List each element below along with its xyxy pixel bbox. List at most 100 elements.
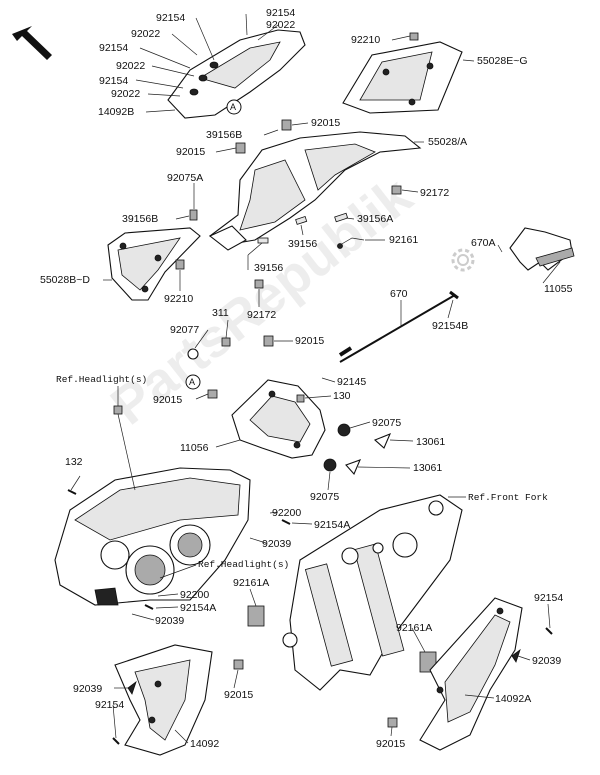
part-label-11056: 11056 — [180, 442, 209, 454]
grommet-92015-part — [387, 717, 398, 728]
callout-a-label: A — [189, 377, 196, 387]
part-label-92154: 92154 — [266, 7, 296, 19]
part-label-39156: 39156 — [288, 238, 318, 250]
part-label-130: 130 — [333, 390, 351, 402]
part-label-92154b: 92154B — [432, 320, 469, 332]
ref-headlight-label: Ref.Headlight(s) — [56, 374, 148, 385]
part-label-39156a: 39156A — [357, 213, 394, 225]
bolt-92077-part — [187, 348, 199, 360]
part-label-92022: 92022 — [266, 19, 296, 31]
part-label-92015: 92015 — [224, 689, 254, 701]
part-label-92200: 92200 — [272, 507, 302, 519]
part-label-92154: 92154 — [99, 75, 129, 87]
part-label-92154: 92154 — [156, 12, 186, 24]
part-label-92075: 92075 — [310, 491, 340, 503]
part-label-92039: 92039 — [532, 655, 562, 667]
pad-39156a-part — [334, 212, 349, 223]
part-label-92210: 92210 — [351, 34, 381, 46]
bolt-130-part — [296, 394, 305, 403]
stay-rod-part — [339, 294, 456, 363]
right-side-panel-part — [342, 32, 463, 114]
part-label-92154: 92154 — [95, 699, 125, 711]
meter-bracket-part — [509, 227, 575, 271]
callout-a-circle — [226, 99, 242, 115]
damper-92075-part — [337, 423, 351, 437]
part-label-55028b-d: 55028B~D — [40, 274, 90, 286]
part-label-13061: 13061 — [413, 462, 443, 474]
grommet-92015-part — [281, 119, 292, 131]
part-label-92161: 92161 — [389, 234, 419, 246]
bolt-132-part — [67, 489, 77, 495]
grommet-92210-part — [175, 259, 185, 270]
part-label-92015: 92015 — [311, 117, 341, 129]
part-label-92022: 92022 — [111, 88, 141, 100]
callout-a-circle — [185, 374, 201, 390]
part-label-92015: 92015 — [153, 394, 183, 406]
part-label-14092: 14092 — [190, 738, 220, 750]
grommet-92015-part — [263, 335, 274, 347]
part-label-13061: 13061 — [416, 436, 446, 448]
part-label-92075a: 92075A — [167, 172, 204, 184]
front-direction-arrow-icon — [12, 26, 52, 60]
pad-39156-part — [295, 216, 308, 225]
part-label-92015: 92015 — [376, 738, 406, 750]
headlight-assembly-part — [54, 467, 251, 606]
clip-92075a-part — [189, 209, 198, 221]
part-label-92154a: 92154A — [180, 602, 217, 614]
leader-lines — [70, 13, 561, 744]
part-label-92161a: 92161A — [233, 577, 270, 589]
part-label-39156: 39156 — [254, 262, 284, 274]
part-label-670a: 670A — [471, 237, 496, 249]
part-label-14092b: 14092B — [98, 106, 135, 118]
part-label-92161a: 92161A — [396, 622, 433, 634]
grommet-92015-part — [233, 659, 244, 670]
part-label-92015: 92015 — [176, 146, 206, 158]
rod-end-part — [338, 346, 353, 357]
part-label-92039: 92039 — [262, 538, 292, 550]
part-label-92015: 92015 — [295, 335, 325, 347]
part-label-92077: 92077 — [170, 324, 200, 336]
bolt-92154a-part — [281, 519, 291, 525]
left-inner-cover-part — [114, 644, 213, 756]
part-label-92172: 92172 — [247, 309, 277, 321]
wire-92161-part — [339, 237, 365, 246]
bolt-92154-part — [112, 737, 120, 745]
wire-end-icon — [337, 243, 343, 249]
upper-cowl-part — [208, 131, 422, 251]
part-label-92145: 92145 — [337, 376, 367, 388]
part-label-11055: 11055 — [544, 283, 573, 295]
part-label-55028-a: 55028/A — [428, 136, 468, 148]
part-label-92172: 92172 — [420, 187, 450, 199]
clip-13061-part — [345, 459, 362, 476]
part-label-311: 311 — [212, 307, 229, 319]
windshield-cover-part — [167, 29, 306, 119]
clip-13061-part — [373, 432, 392, 449]
ref-front-fork-label: Ref.Front Fork — [468, 492, 548, 503]
front-fork-part — [282, 494, 463, 691]
part-label-55028e-g: 55028E~G — [477, 55, 528, 67]
part-label-92210: 92210 — [164, 293, 194, 305]
part-label-92200: 92200 — [180, 589, 210, 601]
part-label-39156b: 39156B — [122, 213, 159, 225]
damper-92075-part — [323, 458, 337, 472]
part-label-132: 132 — [65, 456, 83, 468]
part-label-92075: 92075 — [372, 417, 402, 429]
ref-headlight-label: Ref.Headlight(s) — [198, 559, 290, 570]
part-label-92022: 92022 — [116, 60, 146, 72]
part-label-670: 670 — [390, 288, 408, 300]
part-label-92154a: 92154A — [314, 519, 351, 531]
part-label-92039: 92039 — [155, 615, 185, 627]
callout-a-label: A — [230, 102, 237, 112]
nut-92172-part — [254, 279, 264, 289]
part-label-14092a: 14092A — [495, 693, 532, 705]
part-label-92154: 92154 — [534, 592, 564, 604]
clip-92039-part — [127, 680, 137, 695]
bolt-92154b-part — [449, 290, 459, 300]
bolt-92154a-part — [144, 604, 154, 610]
pad-39156-part — [257, 237, 269, 244]
part-label-39156b: 39156B — [206, 129, 243, 141]
left-side-panel-part — [107, 227, 201, 301]
